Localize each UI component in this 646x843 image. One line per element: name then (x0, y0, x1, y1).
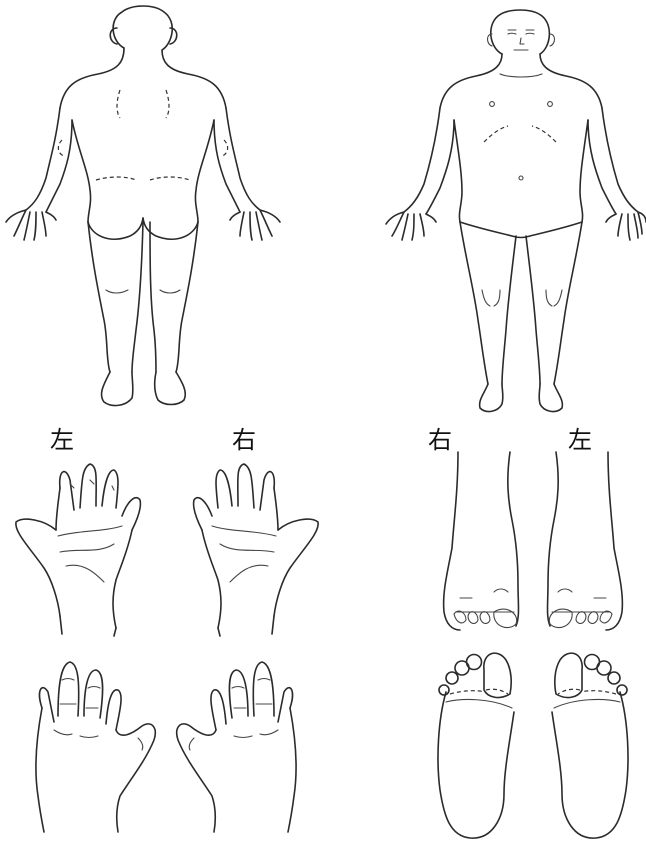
feet-top-pair (444, 452, 623, 630)
right-sole (438, 653, 514, 838)
palms-pair (16, 464, 318, 636)
hands-right-label: 右 (232, 428, 256, 452)
right-palm (194, 464, 319, 636)
feet-left-label: 左 (568, 428, 592, 452)
right-hand-back (177, 662, 296, 832)
front-view-figure (386, 10, 646, 411)
left-hand-back (36, 662, 155, 832)
back-view-figure (6, 6, 280, 405)
hand-backs-pair (36, 662, 296, 832)
feet-right-label: 右 (428, 428, 452, 452)
feet-soles-pair (438, 653, 628, 838)
left-sole (552, 653, 628, 838)
left-palm (16, 464, 141, 636)
hands-left-label: 左 (50, 428, 74, 452)
left-foot-top (548, 452, 623, 630)
right-foot-top (444, 452, 519, 630)
